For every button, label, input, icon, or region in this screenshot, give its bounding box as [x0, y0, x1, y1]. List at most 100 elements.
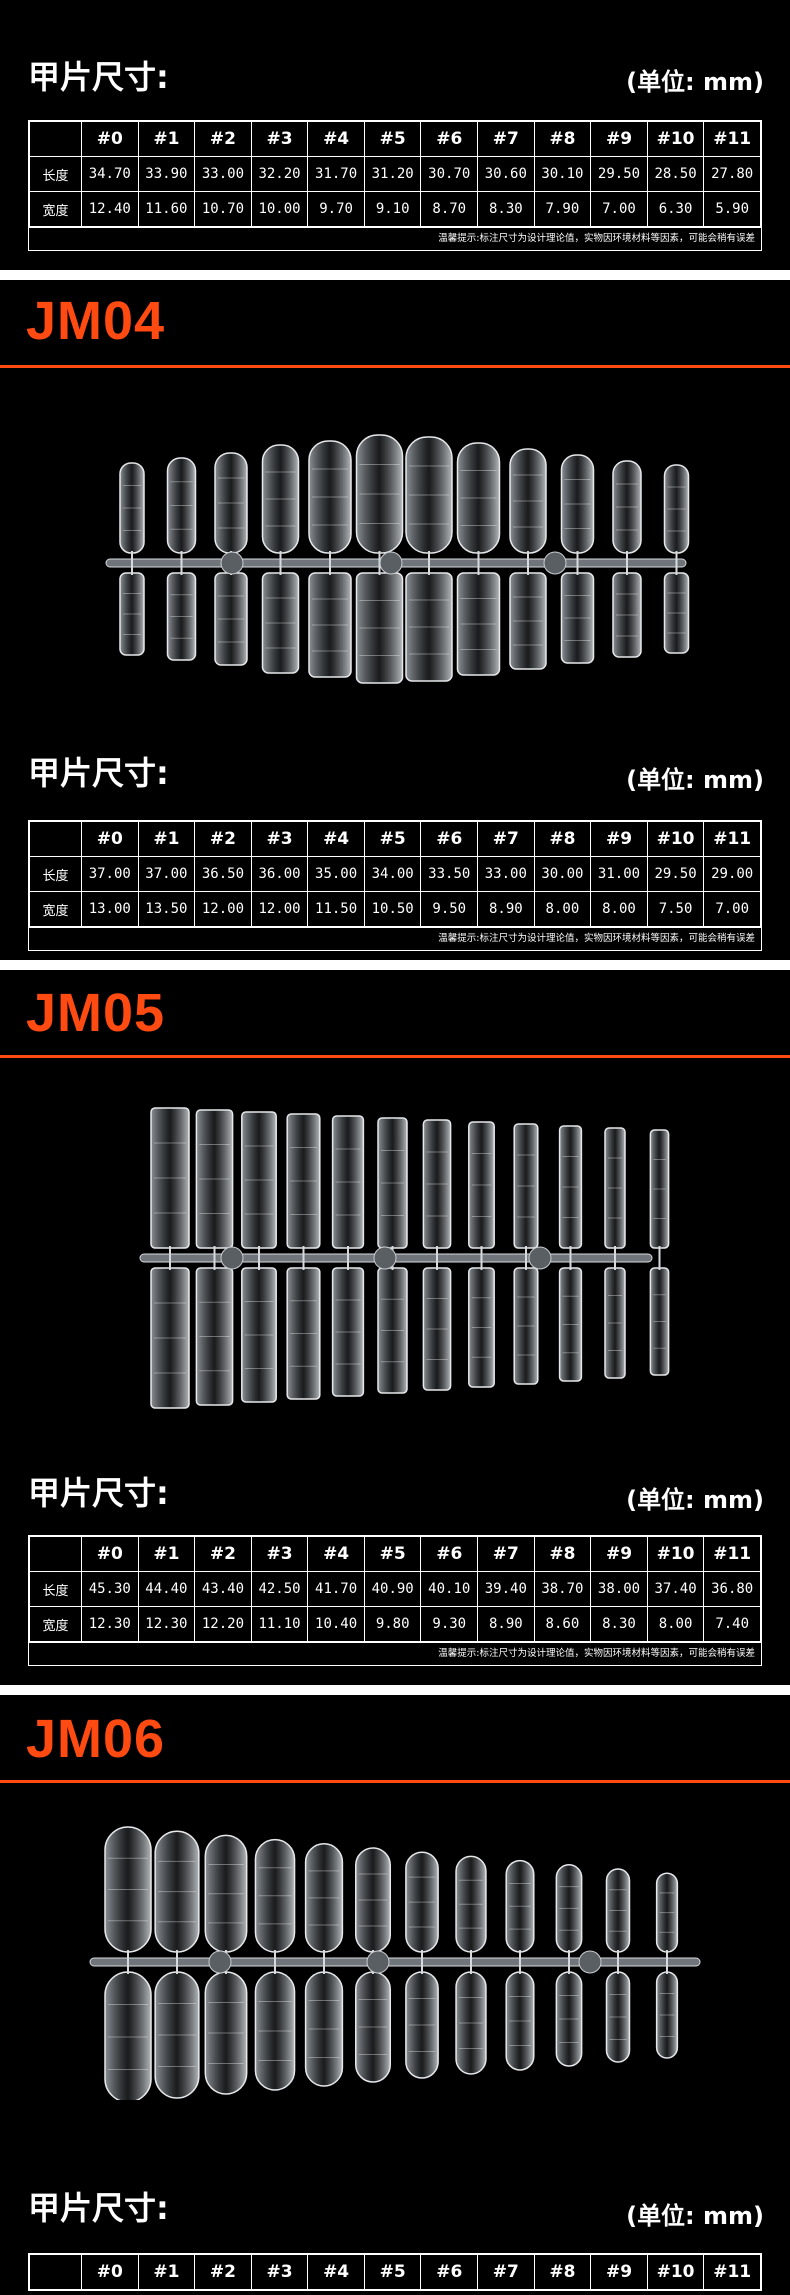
table-cell: 8.90 [477, 1606, 535, 1642]
table-cell: 31.00 [590, 856, 648, 892]
column-header: #1 [137, 121, 196, 157]
column-header: #8 [533, 121, 592, 157]
disclaimer-note: 温馨提示:标注尺寸为设计理论值，实物因环境材料等因素，可能会稍有误差 [29, 927, 761, 950]
section-title: JM05 [26, 983, 166, 1043]
column-header: #2 [194, 2254, 252, 2290]
table-cell: 8.00 [590, 891, 648, 927]
column-header: #4 [307, 121, 365, 157]
unit-label: (单位: mm) [626, 2202, 764, 2230]
row-label: 长度 [29, 856, 82, 892]
column-header: #1 [137, 2254, 196, 2290]
column-header: #0 [81, 121, 139, 157]
table-cell: 13.50 [137, 891, 196, 927]
column-header: #7 [477, 1536, 535, 1572]
table-cell: 7.50 [646, 891, 705, 927]
table-cell: 7.00 [590, 191, 648, 227]
size-heading: 甲片尺寸: [28, 58, 169, 96]
table-corner [29, 2254, 82, 2290]
unit-label: (单位: mm) [626, 1486, 764, 1514]
section-divider [0, 960, 790, 970]
table-cell: 33.00 [194, 156, 252, 192]
table-cell: 30.00 [533, 856, 592, 892]
table-cell: 33.90 [137, 156, 196, 192]
size-table: #0#1#2#3#4#5#6#7#8#9#10#11 [28, 2253, 762, 2291]
column-header: #9 [590, 1536, 648, 1572]
table-cell: 44.40 [137, 1571, 196, 1607]
nail-tips-image-jm04 [105, 434, 690, 684]
column-header: #9 [590, 121, 648, 157]
nail-tips-image-jm05 [139, 1107, 670, 1409]
nail-tip [104, 1971, 152, 2100]
title-underline [0, 1780, 790, 1783]
table-cell: 37.00 [137, 856, 196, 892]
table-cell: 33.00 [477, 856, 535, 892]
table-cell: 9.70 [307, 191, 365, 227]
size-heading: 甲片尺寸: [28, 754, 169, 792]
table-cell: 36.50 [194, 856, 252, 892]
table-cell: 10.40 [307, 1606, 365, 1642]
table-cell: 31.70 [307, 156, 365, 192]
table-cell: 37.40 [646, 1571, 705, 1607]
column-header: #2 [194, 821, 252, 857]
column-header: #7 [477, 121, 535, 157]
table-cell: 42.50 [250, 1571, 309, 1607]
table-cell: 34.00 [363, 856, 422, 892]
table-corner [29, 821, 82, 857]
table-cell: 35.00 [307, 856, 365, 892]
table-cell: 11.50 [307, 891, 365, 927]
table-cell: 41.70 [307, 1571, 365, 1607]
table-cell: 10.50 [363, 891, 422, 927]
column-header: #7 [477, 2254, 535, 2290]
column-header: #8 [533, 1536, 592, 1572]
column-header: #3 [250, 2254, 309, 2290]
row-label: 宽度 [29, 891, 82, 927]
table-cell: 8.70 [420, 191, 479, 227]
row-label: 宽度 [29, 1606, 82, 1642]
table-cell: 12.20 [194, 1606, 252, 1642]
column-header: #10 [646, 1536, 705, 1572]
table-cell: 12.30 [81, 1606, 139, 1642]
table-cell: 10.00 [250, 191, 309, 227]
table-cell: 9.10 [363, 191, 422, 227]
column-header: #10 [646, 2254, 705, 2290]
column-header: #5 [363, 2254, 422, 2290]
column-header: #10 [646, 821, 705, 857]
table-cell: 27.80 [703, 156, 761, 192]
column-header: #9 [590, 821, 648, 857]
column-header: #2 [194, 1536, 252, 1572]
table-cell: 12.30 [137, 1606, 196, 1642]
table-cell: 8.30 [590, 1606, 648, 1642]
table-cell: 12.00 [250, 891, 309, 927]
column-header: #0 [81, 1536, 139, 1572]
table-cell: 8.00 [646, 1606, 705, 1642]
table-cell: 11.60 [137, 191, 196, 227]
table-cell: 12.00 [194, 891, 252, 927]
table-cell: 28.50 [646, 156, 705, 192]
table-cell: 8.90 [477, 891, 535, 927]
table-cell: 8.30 [477, 191, 535, 227]
table-cell: 30.70 [420, 156, 479, 192]
section-title: JM04 [26, 291, 166, 351]
runner-bar [89, 1957, 701, 1967]
table-cell: 33.50 [420, 856, 479, 892]
size-heading: 甲片尺寸: [28, 2189, 169, 2227]
row-label: 宽度 [29, 191, 82, 227]
table-cell: 30.60 [477, 156, 535, 192]
column-header: #8 [533, 2254, 592, 2290]
table-cell: 10.70 [194, 191, 252, 227]
nail-tips-image-jm06 [89, 1826, 701, 2100]
table-cell: 8.00 [533, 891, 592, 927]
column-header: #0 [81, 2254, 139, 2290]
table-cell: 34.70 [81, 156, 139, 192]
row-label: 长度 [29, 1571, 82, 1607]
title-underline [0, 365, 790, 368]
table-cell: 5.90 [703, 191, 761, 227]
table-cell: 40.90 [363, 1571, 422, 1607]
table-cell: 7.90 [533, 191, 592, 227]
column-header: #4 [307, 2254, 365, 2290]
column-header: #7 [477, 821, 535, 857]
